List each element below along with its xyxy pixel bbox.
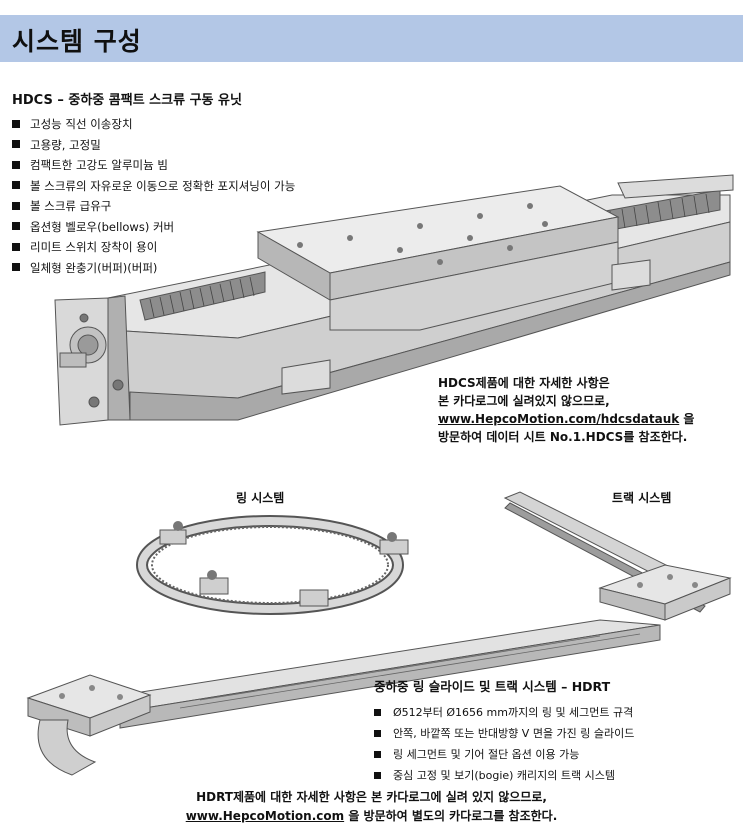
hepco-website-link[interactable]: www.HepcoMotion.com (185, 809, 345, 823)
hdcs-info-note: HDCS제품에 대한 자세한 사항은 본 카다로그에 실려있지 않으므로, ww… (438, 374, 694, 446)
list-item: 중심 고정 및 보기(bogie) 캐리지의 트랙 시스템 (374, 765, 634, 786)
list-item: 옵션형 벨로우(bellows) 커버 (12, 217, 295, 238)
section-header: 시스템 구성 (0, 15, 743, 62)
note-line: 을 (679, 412, 695, 426)
hdcs-unit-illustration (54, 174, 734, 426)
list-item: 고용량, 고정밀 (12, 135, 295, 156)
hdcs-subtitle: HDCS – 중하중 콤팩트 스크류 구동 유닛 (12, 93, 242, 108)
list-item: 안쪽, 바깥쪽 또는 반대방향 V 면을 가진 링 슬라이드 (374, 723, 634, 744)
list-item: 일체형 완충기(버퍼)(버퍼) (12, 258, 295, 279)
hdcs-datasheet-link[interactable]: www.HepcoMotion.com/hdcsdatauk (438, 412, 680, 426)
note-line: HDCS제품에 대한 자세한 사항은 (438, 376, 610, 390)
hdrt-info-note: HDRT제품에 대한 자세한 사항은 본 카다로그에 실려 있지 않으므로, w… (0, 788, 743, 826)
note-line: 을 방문하여 별도의 카다로그를 참조한다. (344, 809, 558, 823)
list-item: 리미트 스위치 장착이 용이 (12, 237, 295, 258)
track-system-label: 트랙 시스템 (612, 491, 672, 505)
hdrt-feature-list: Ø512부터 Ø1656 mm까지의 링 및 세그먼트 규격 안쪽, 바깥쪽 또… (374, 702, 634, 786)
track-system-illustration (26, 491, 732, 776)
section-title: 시스템 구성 (12, 27, 142, 56)
ring-system-label: 링 시스템 (236, 491, 285, 505)
hdrt-title: 중하중 링 슬라이드 및 트랙 시스템 – HDRT (374, 679, 611, 694)
list-item: 볼 스크류의 자유로운 이동으로 정확한 포지셔닝이 가능 (12, 176, 295, 197)
note-line: HDRT제품에 대한 자세한 사항은 본 카다로그에 실려 있지 않으므로, (196, 790, 547, 804)
list-item: Ø512부터 Ø1656 mm까지의 링 및 세그먼트 규격 (374, 702, 634, 723)
list-item: 고성능 직선 이송장치 (12, 114, 295, 135)
note-line: 방문하여 데이터 시트 No.1.HDCS를 참조한다. (438, 430, 688, 444)
list-item: 볼 스크류 급유구 (12, 196, 295, 217)
note-line: 본 카다로그에 실려있지 않으므로, (438, 394, 610, 408)
hdcs-feature-list: 고성능 직선 이송장치 고용량, 고정밀 컴팩트한 고강도 알루미늄 빔 볼 스… (12, 114, 295, 278)
list-item: 컴팩트한 고강도 알루미늄 빔 (12, 155, 295, 176)
list-item: 링 세그먼트 및 기어 절단 옵션 이용 가능 (374, 744, 634, 765)
ring-system-illustration (136, 515, 409, 615)
